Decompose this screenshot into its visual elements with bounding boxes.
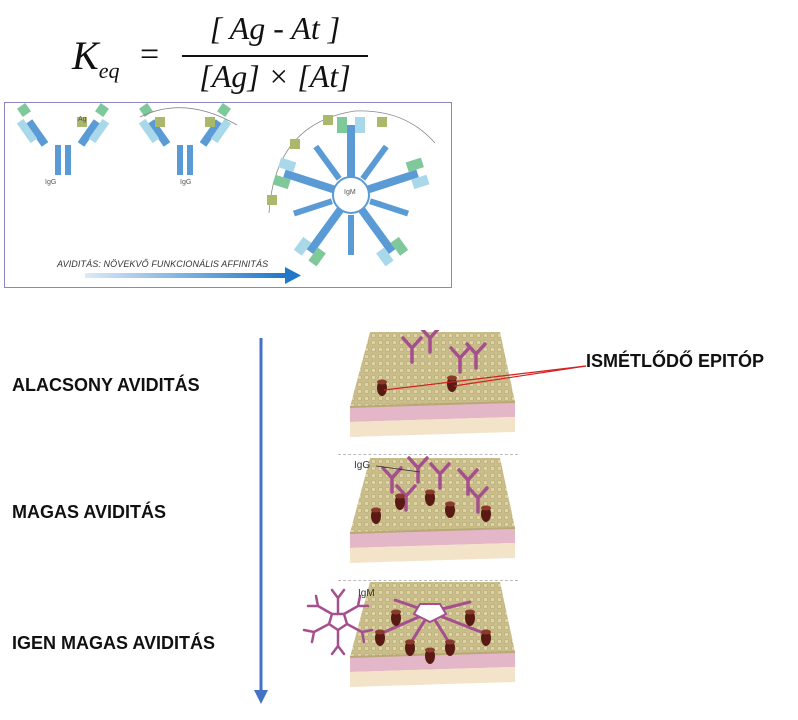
avidity-arrow-head xyxy=(285,267,301,284)
antibody-drawing xyxy=(16,103,436,284)
antigen-tag xyxy=(155,117,165,127)
avidity-caption: AVIDITÁS: NÖVEKVŐ FUNKCIONÁLIS AFFINITÁS xyxy=(57,259,269,269)
repeating-epitope-label: ISMÉTLŐDŐ EPITÓP xyxy=(586,351,765,371)
avidity-scale-arrow xyxy=(254,338,268,704)
affinity-formula: Keq = [ Ag - At ] [Ag] × [At] xyxy=(70,6,370,96)
very-high-avidity-label: IGEN MAGAS AVIDITÁS xyxy=(12,633,216,653)
low-avidity-label: ALACSONY AVIDITÁS xyxy=(12,375,200,395)
antigen-tag xyxy=(205,117,215,127)
high-avidity-membrane xyxy=(349,456,516,564)
igm-label: IgM xyxy=(344,189,356,196)
antigen-tag xyxy=(267,195,277,205)
membrane-illustration xyxy=(302,330,587,688)
igg-antibody-1 xyxy=(16,103,110,175)
fraction-bar xyxy=(182,55,368,57)
igm-pentamer xyxy=(267,110,436,267)
igg-label-2: IgG xyxy=(180,179,192,186)
separator-2 xyxy=(338,580,518,581)
equals-sign: = xyxy=(140,36,160,73)
separator-1 xyxy=(338,454,518,455)
antigen-tag-label: Ag xyxy=(78,116,87,123)
igg-label-1: IgG xyxy=(45,179,57,186)
formula-numerator: [ Ag - At ] xyxy=(209,10,341,46)
epitope-pointer-2 xyxy=(453,365,587,387)
igg-antibody-2 xyxy=(138,103,238,175)
k-symbol: Keq xyxy=(72,33,120,83)
low-avidity-membrane xyxy=(349,330,587,438)
antigen-tag xyxy=(290,139,300,149)
igm-label-bottom: IgM xyxy=(358,588,375,599)
avidity-arrow-shaft xyxy=(85,273,285,278)
epitope-pointer-1 xyxy=(383,365,587,391)
high-avidity-label: MAGAS AVIDITÁS xyxy=(12,502,167,522)
antigen-tag xyxy=(377,117,387,127)
antigen-tag xyxy=(323,115,333,125)
very-high-avidity-membrane xyxy=(349,581,516,688)
avidity-panel: Ag IgG IgG IgM AVIDITÁS: NÖVEKVŐ FUNKCIO… xyxy=(4,102,452,288)
free-igm-pentamer xyxy=(302,588,374,656)
formula-denominator: [Ag] × [At] xyxy=(199,58,351,94)
igg-label: IgG xyxy=(354,460,371,471)
antigen-tag xyxy=(77,117,87,127)
